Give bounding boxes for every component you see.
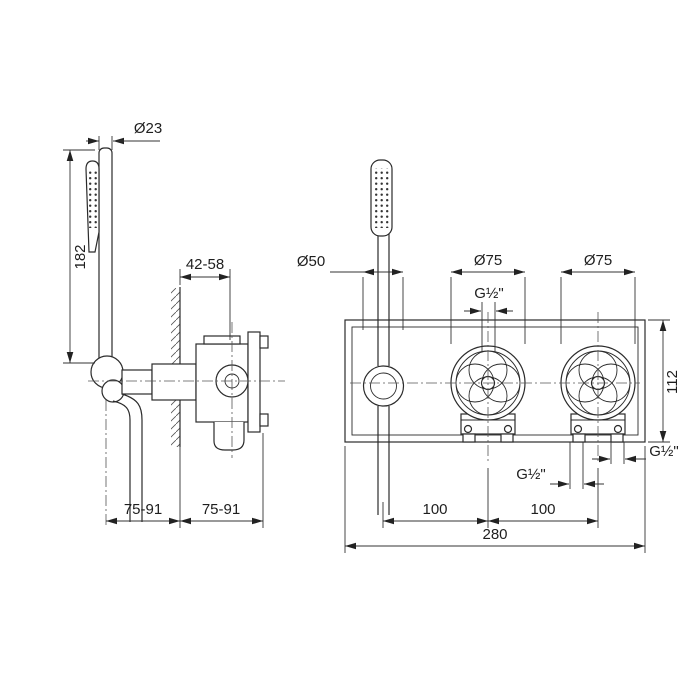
dim-outlet-thread-right-label: G½"	[649, 443, 679, 460]
spray-face-side	[88, 170, 97, 228]
side-view: Ø23 182 42-58 75-91 75-91	[63, 120, 285, 528]
dim-inlet-thread-top-label: G½"	[474, 285, 504, 302]
dim-holder-diameter-label: Ø50	[297, 253, 325, 270]
dim-spacings: 100 100	[382, 468, 599, 528]
hand-shower-side	[85, 160, 100, 253]
holder-front	[362, 365, 405, 407]
dim-bar-diameter-label: Ø23	[134, 120, 162, 137]
dim-inlet-thread-top: G½"	[464, 285, 513, 352]
dim-total-width-label: 280	[482, 526, 507, 543]
valve-body-side	[121, 331, 269, 451]
dim-trim-right-diameter-label: Ø75	[584, 252, 612, 269]
dim-offsets-bottom: 75-91 75-91	[105, 400, 264, 528]
dim-trim-left-diameter: Ø75	[450, 252, 526, 344]
dim-spacing-right-label: 100	[530, 501, 555, 518]
holder-elbow-side	[90, 355, 125, 403]
dim-total-width: 280	[344, 446, 646, 553]
dim-plate-height-label: 112	[664, 370, 681, 394]
dim-trim-right-diameter: Ø75	[560, 252, 636, 344]
shower-rail-side	[98, 147, 113, 364]
dim-trim-left-diameter-label: Ø75	[474, 252, 502, 269]
dim-rail-length: 182	[63, 149, 95, 364]
dim-plate-height: 112	[648, 319, 681, 443]
valve-base-right	[570, 413, 626, 443]
dim-install-depth-label: 42-58	[186, 256, 224, 273]
dim-outlet-thread-mid: G½"	[516, 442, 604, 489]
dim-bar-diameter: Ø23	[86, 120, 162, 150]
shower-hose-front	[377, 406, 390, 515]
dim-spacing-left-label: 100	[422, 501, 447, 518]
dim-outlet-thread-right: G½"	[592, 442, 679, 464]
spray-face-front	[373, 168, 389, 228]
shower-rail-front	[377, 234, 390, 366]
hand-shower-front	[370, 159, 393, 237]
shower-hose-side	[112, 393, 143, 522]
dim-offset-right-label: 75-91	[202, 501, 240, 518]
dim-install-depth: 42-58	[179, 256, 231, 340]
dim-outlet-thread-mid-label: G½"	[516, 466, 546, 483]
valve-outlet-spout	[213, 422, 245, 451]
dim-offset-left-label: 75-91	[124, 501, 162, 518]
front-view: Ø50 Ø75 Ø75 G½" 112	[297, 159, 681, 553]
dim-holder-diameter: Ø50	[297, 253, 404, 330]
trim-flange-side	[247, 331, 261, 433]
dim-rail-length-label: 182	[72, 244, 89, 269]
